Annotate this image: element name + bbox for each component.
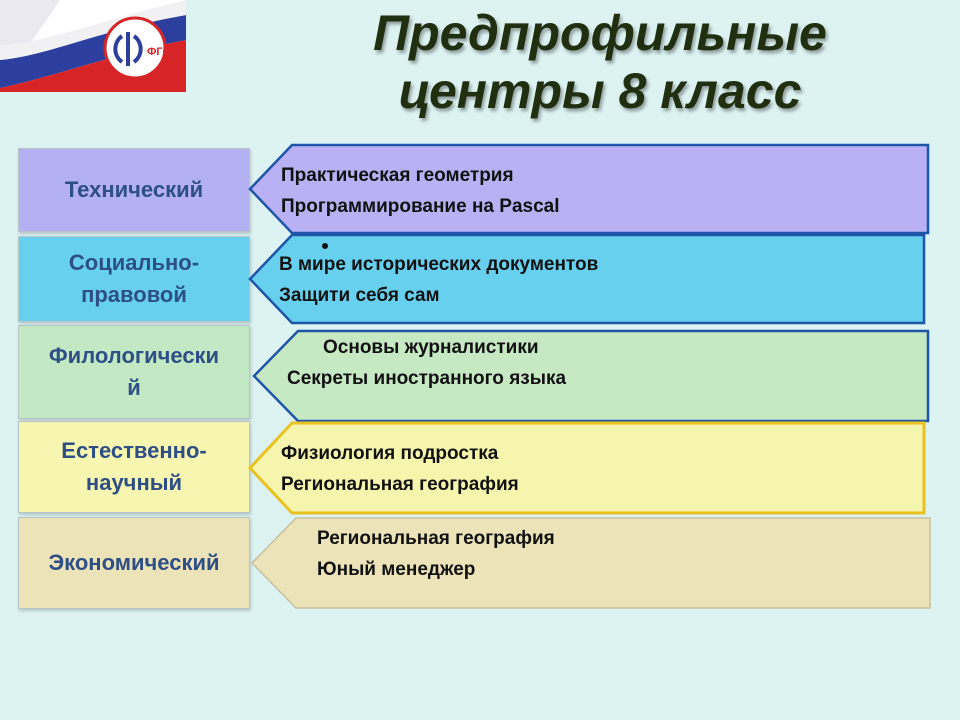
course-item: Секреты иностранного языка [287, 368, 567, 389]
course-list-social-legal: В мире исторических документов Защити се… [279, 249, 598, 311]
center-label-natural-science: Естественно- научный [18, 421, 250, 513]
courses-panel-natural-science [247, 421, 926, 515]
courses-panel-technical [248, 143, 930, 235]
course-item: Защити себя сам [279, 285, 440, 306]
center-label-text: Экономический [48, 550, 220, 575]
courses-panel-social-legal [248, 233, 926, 325]
page-title: Предпрофильные центры 8 класс [270, 4, 930, 120]
course-item: Юный менеджер [317, 559, 476, 580]
course-list-technical: Практическая геометрия Программирование … [281, 160, 560, 222]
label-line: правовой [81, 282, 187, 307]
course-list-philological: Основы журналистики Секреты иностранного… [287, 332, 566, 394]
title-line-1: Предпрофильные [373, 5, 827, 61]
center-label-technical: Технический [18, 148, 250, 232]
center-label-philological: Филологически й [18, 325, 250, 419]
center-label-text: Естественно- научный [61, 435, 206, 499]
title-line-2: центры 8 класс [398, 63, 802, 119]
courses-panel-philological [252, 329, 930, 423]
fgos-logo-icon: ФГОС [0, 0, 186, 92]
course-item: Региональная география [317, 528, 555, 549]
course-list-natural-science: Физиология подростка Региональная геогра… [281, 438, 519, 500]
course-item: Практическая геометрия [281, 165, 514, 186]
label-line: Филологически [48, 343, 220, 368]
label-line: й [127, 375, 141, 400]
center-label-economic: Экономический [18, 517, 250, 609]
course-item: Физиология подростка [281, 443, 499, 464]
logo-text: ФГОС [147, 46, 179, 58]
course-list-economic: Региональная география Юный менеджер [317, 523, 555, 585]
center-label-text: Социально- правовой [69, 247, 199, 311]
course-item: Региональная география [281, 474, 519, 495]
course-item: Основы журналистики [323, 337, 539, 358]
course-item: Программирование на Pascal [281, 196, 560, 217]
course-item: В мире исторических документов [279, 254, 599, 275]
center-label-social-legal: Социально- правовой [18, 236, 250, 322]
center-label-text: Филологически й [49, 340, 219, 404]
label-line: Естественно- [61, 438, 207, 463]
label-line: научный [85, 470, 183, 495]
label-line: Социально- [68, 250, 200, 275]
center-label-text: Технический [64, 177, 204, 202]
courses-panel-economic [250, 517, 931, 609]
bullet-dot [322, 243, 328, 249]
